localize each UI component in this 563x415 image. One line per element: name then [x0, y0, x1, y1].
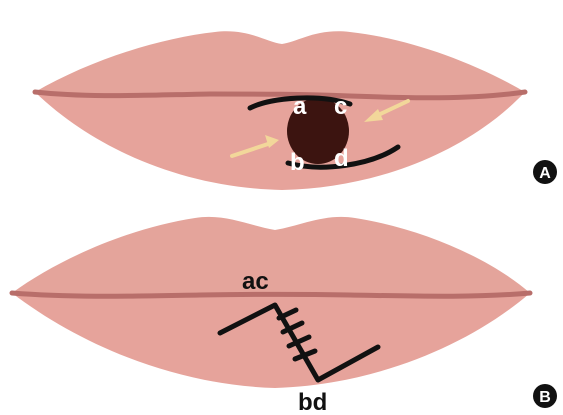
panel-badge-b: B [533, 384, 557, 408]
upper-lip-b [12, 217, 530, 296]
label-ac: ac [242, 268, 269, 295]
panel-badge-b-text: B [539, 389, 551, 406]
label-bd: bd [298, 389, 327, 415]
